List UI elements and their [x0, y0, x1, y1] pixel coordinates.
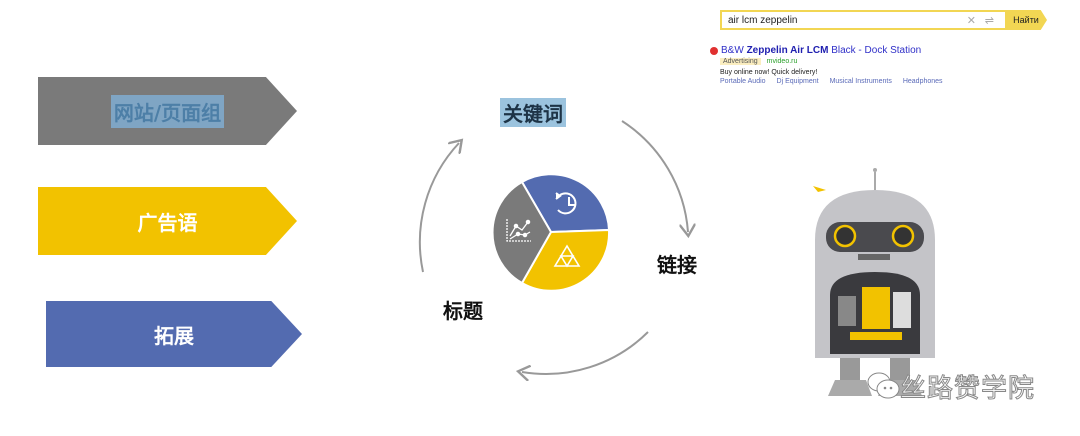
- history-clock-icon: [555, 192, 577, 215]
- search-input[interactable]: air lcm zeppelin ✕ ⇌: [720, 10, 1040, 30]
- ad-sitelink[interactable]: Headphones: [902, 78, 943, 85]
- ad-description: Buy online now! Quick delivery!: [720, 69, 818, 76]
- line-chart-icon: [506, 219, 531, 242]
- robot-illustration: [813, 168, 935, 396]
- settings-sliders-icon[interactable]: ⇌: [984, 14, 994, 27]
- ad-badge: Advertising: [720, 58, 761, 65]
- pie-chart: [491, 173, 611, 292]
- ad-sitelink[interactable]: Musical Instruments: [829, 78, 892, 85]
- arrow-label: 拓展: [154, 323, 194, 348]
- ad-host[interactable]: mvideo.ru: [766, 58, 798, 65]
- arrow-label: 网站/页面组: [110, 94, 225, 128]
- ad-title-link[interactable]: B&W Zeppelin Air LCM Black - Dock Statio…: [710, 45, 921, 56]
- ad-sitelink[interactable]: Dj Equipment: [776, 78, 819, 85]
- cycle-arrow-top-right: [621, 120, 688, 232]
- search-button[interactable]: Найти: [1005, 10, 1047, 30]
- ad-title-suffix: Black - Dock Station: [828, 45, 922, 56]
- arrow-website-pages: 网站/页面组: [38, 77, 297, 145]
- ad-sitelink[interactable]: Portable Audio: [720, 78, 766, 85]
- watermark: 丝路赞学院: [899, 374, 1036, 405]
- label-title: 标题: [443, 299, 483, 323]
- label-links: 链接: [657, 253, 697, 277]
- arrow-label: 广告语: [137, 210, 198, 235]
- ad-meta: Advertising mvideo.ru: [720, 58, 797, 65]
- wechat-icon: [867, 372, 900, 399]
- ad-title-prefix: B&W: [721, 45, 747, 56]
- search-query: air lcm zeppelin: [728, 14, 798, 26]
- triforce-triangle-icon: [553, 244, 581, 268]
- label-keywords: 关键词: [500, 98, 566, 127]
- ad-sitelinks: Portable Audio Dj Equipment Musical Inst…: [720, 78, 943, 85]
- ad-favicon-icon: [710, 46, 718, 55]
- clear-icon[interactable]: ✕: [966, 14, 976, 27]
- arrow-expansion: 拓展: [46, 301, 302, 367]
- cycle-arrow-bottom: [522, 331, 649, 374]
- arrow-ad-copy: 广告语: [38, 187, 297, 255]
- cycle-arrow-left: [418, 143, 459, 273]
- pie-segment-gray: [491, 180, 553, 285]
- ad-title-bold: Zeppelin Air LCM: [746, 45, 829, 56]
